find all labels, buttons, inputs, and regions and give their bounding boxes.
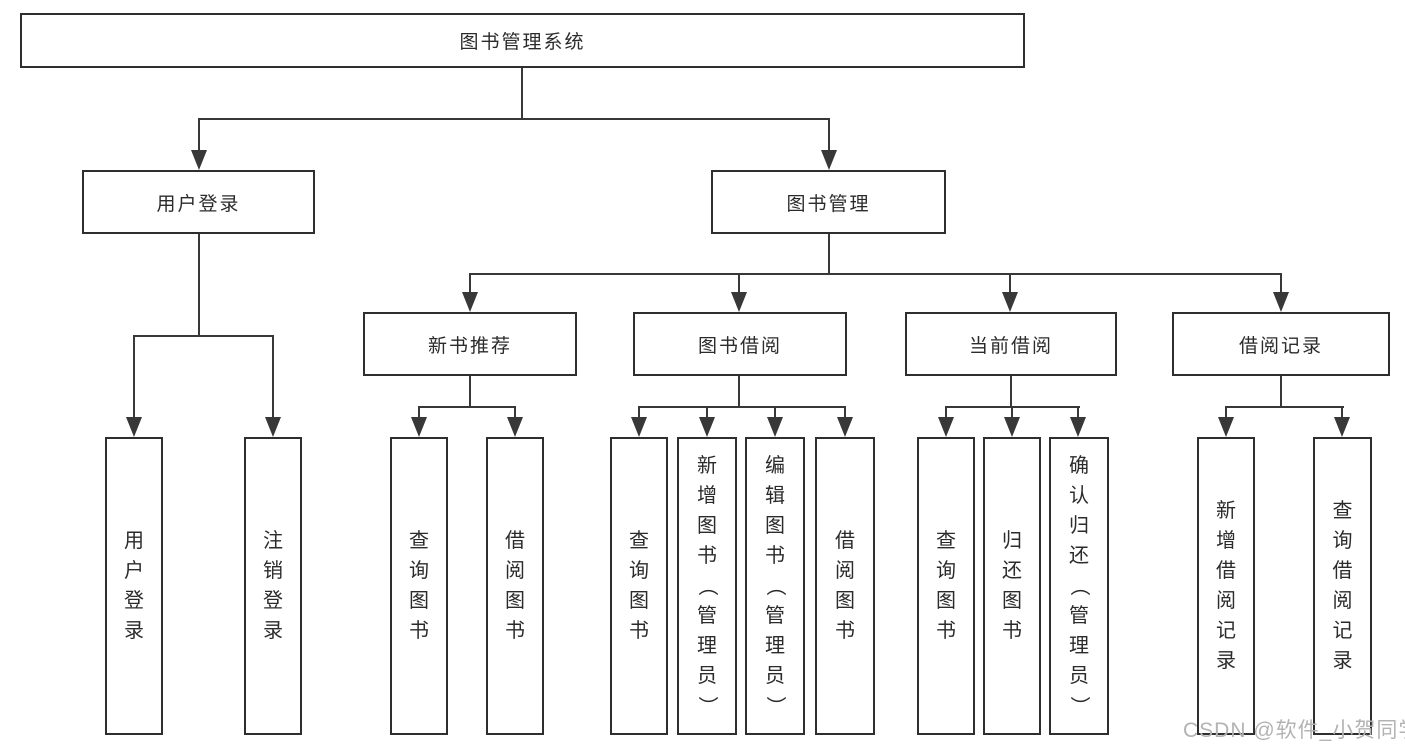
arrow-down-icon xyxy=(411,417,427,437)
connector-line xyxy=(706,406,708,419)
node-borrow-records: 借阅记录 xyxy=(1172,312,1390,376)
connector-line xyxy=(1225,406,1344,408)
node-user-login: 用户登录 xyxy=(82,170,315,234)
leaf-edit-books-admin: 编辑图书（管理员） xyxy=(745,437,805,735)
arrow-down-icon xyxy=(507,417,523,437)
connector-line xyxy=(133,335,273,337)
connector-line xyxy=(198,118,200,152)
connector-line xyxy=(469,273,471,294)
connector-line xyxy=(469,376,471,406)
connector-line xyxy=(272,335,274,417)
connector-line xyxy=(469,273,1282,275)
arrow-down-icon xyxy=(1334,417,1350,437)
csdn-watermark: CSDN @软件_小贺同学 xyxy=(1183,719,1405,742)
arrow-down-icon xyxy=(126,417,142,437)
arrow-down-icon xyxy=(631,417,647,437)
arrow-down-icon xyxy=(837,417,853,437)
connector-line xyxy=(198,118,830,120)
arrow-down-icon xyxy=(1002,292,1018,312)
connector-line xyxy=(1341,406,1343,419)
connector-line xyxy=(514,406,516,419)
node-current-borrow: 当前借阅 xyxy=(905,312,1117,376)
leaf-query-borrow-record: 查询借阅记录 xyxy=(1313,437,1372,735)
connector-line xyxy=(198,234,200,335)
connector-line xyxy=(521,68,523,118)
connector-line xyxy=(1010,376,1012,406)
leaf-confirm-return-admin: 确认归还（管理员） xyxy=(1049,437,1109,735)
arrow-down-icon xyxy=(191,150,207,170)
arrow-down-icon xyxy=(1004,417,1020,437)
connector-line xyxy=(1009,273,1011,294)
connector-line xyxy=(774,406,776,419)
connector-line xyxy=(133,335,135,417)
node-book-management: 图书管理 xyxy=(711,170,946,234)
leaf-user-login: 用户登录 xyxy=(105,437,163,735)
leaf-add-books-admin: 新增图书（管理员） xyxy=(677,437,737,735)
node-new-book-recommend: 新书推荐 xyxy=(363,312,577,376)
connector-line xyxy=(418,406,420,419)
connector-line xyxy=(1077,406,1079,419)
connector-line xyxy=(1280,376,1282,406)
leaf-borrow-books: 借阅图书 xyxy=(815,437,875,735)
connector-line xyxy=(828,234,830,273)
connector-line xyxy=(1011,406,1013,419)
connector-line xyxy=(638,406,846,408)
arrow-down-icon xyxy=(699,417,715,437)
leaf-query-books: 查询图书 xyxy=(917,437,975,735)
node-library-management-system: 图书管理系统 xyxy=(20,13,1025,68)
leaf-query-books: 查询图书 xyxy=(390,437,448,735)
arrow-down-icon xyxy=(767,417,783,437)
arrow-down-icon xyxy=(938,417,954,437)
connector-line xyxy=(844,406,846,419)
arrow-down-icon xyxy=(731,292,747,312)
connector-line xyxy=(945,406,947,419)
connector-line xyxy=(1225,406,1227,419)
arrow-down-icon xyxy=(821,150,837,170)
arrow-down-icon xyxy=(1218,417,1234,437)
connector-line xyxy=(638,406,640,419)
leaf-borrow-books: 借阅图书 xyxy=(486,437,544,735)
connector-line xyxy=(738,376,740,406)
node-book-borrow: 图书借阅 xyxy=(633,312,847,376)
connector-line xyxy=(1280,273,1282,294)
connector-line xyxy=(828,118,830,152)
arrow-down-icon xyxy=(265,417,281,437)
arrow-down-icon xyxy=(462,292,478,312)
leaf-query-books: 查询图书 xyxy=(610,437,668,735)
leaf-logout: 注销登录 xyxy=(244,437,302,735)
connector-line xyxy=(418,406,516,408)
leaf-return-books: 归还图书 xyxy=(983,437,1041,735)
connector-line xyxy=(738,273,740,294)
arrow-down-icon xyxy=(1273,292,1289,312)
leaf-add-borrow-record: 新增借阅记录 xyxy=(1197,437,1255,735)
arrow-down-icon xyxy=(1070,417,1086,437)
